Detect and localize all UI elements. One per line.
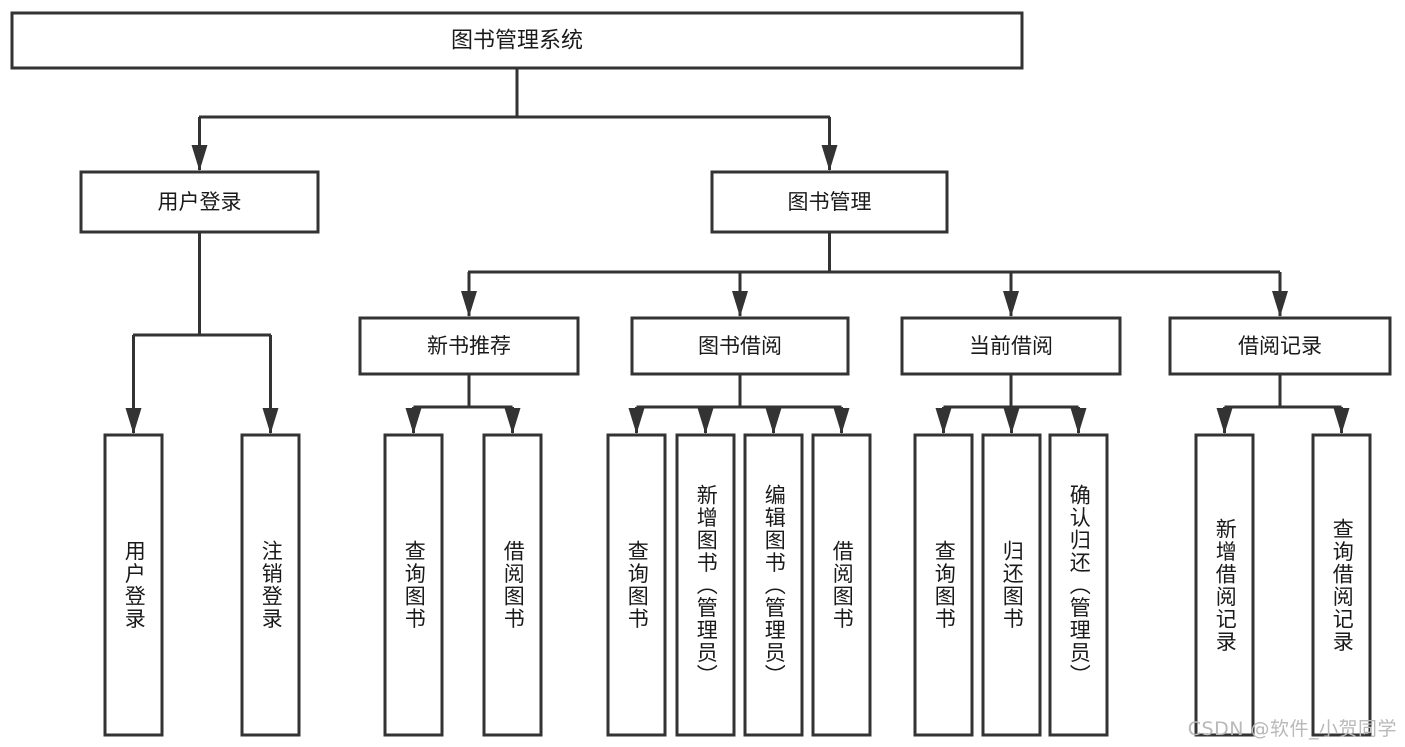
node-box-leaf-add-borrow-record[interactable] <box>1194 433 1255 737</box>
node-box-leaf-query-book-borrow[interactable] <box>606 433 667 737</box>
arrow-head-icon-leaf-logout-login <box>262 408 279 434</box>
node-label-borrow-record: 借阅记录 <box>1238 334 1322 358</box>
node-box-leaf-borrow-book-new[interactable] <box>482 433 543 737</box>
node-boxes-group <box>10 11 1392 737</box>
node-label-current-borrow: 当前借阅 <box>969 334 1053 358</box>
arrow-head-icon-leaf-user-login <box>125 408 142 434</box>
node-label-book-borrow: 图书借阅 <box>698 334 782 358</box>
node-box-leaf-query-book-new[interactable] <box>383 433 444 737</box>
node-box-leaf-confirm-return-admin[interactable] <box>1048 433 1109 737</box>
node-box-leaf-user-login[interactable] <box>103 433 164 737</box>
node-box-current-borrow[interactable] <box>900 316 1122 376</box>
node-box-leaf-query-book-current[interactable] <box>913 433 974 737</box>
arrow-head-icon-leaf-edit-book-admin <box>765 408 782 434</box>
node-box-book-management[interactable] <box>710 170 949 234</box>
node-box-leaf-borrow-book[interactable] <box>811 433 872 737</box>
arrow-head-icon-leaf-query-book-new <box>405 408 422 434</box>
node-box-book-borrow[interactable] <box>630 316 850 376</box>
node-box-new-book-recommend[interactable] <box>358 316 580 376</box>
node-label-root: 图书管理系统 <box>451 29 583 54</box>
arrow-head-icon-leaf-borrow-book <box>833 408 850 434</box>
node-box-leaf-return-book[interactable] <box>981 433 1042 737</box>
arrow-head-icon-leaf-query-book-current <box>935 408 952 434</box>
node-label-new-book-recommend: 新书推荐 <box>427 334 511 358</box>
node-box-user-login[interactable] <box>79 170 320 234</box>
arrow-head-icon-leaf-add-borrow-record <box>1216 408 1233 434</box>
node-box-leaf-edit-book-admin[interactable] <box>743 433 804 737</box>
arrow-head-icon-borrow-record <box>1272 291 1288 317</box>
arrow-head-icon-book-borrow <box>732 291 748 317</box>
arrow-head-icon-current-borrow <box>1003 291 1019 317</box>
connector-edges-group <box>125 68 1350 434</box>
node-box-leaf-query-borrow-record[interactable] <box>1311 433 1372 737</box>
node-label-book-management: 图书管理 <box>788 190 872 214</box>
node-box-root[interactable] <box>10 11 1024 70</box>
arrow-head-icon-leaf-borrow-book-new <box>504 408 521 434</box>
arrow-head-icon-leaf-query-borrow-record <box>1333 408 1350 434</box>
node-box-leaf-logout-login[interactable] <box>240 433 301 737</box>
arrow-head-icon-leaf-return-book <box>1003 408 1020 434</box>
arrow-head-icon-new-book-recommend <box>461 291 477 317</box>
node-box-leaf-add-book-admin[interactable] <box>675 433 736 737</box>
node-box-borrow-record[interactable] <box>1168 316 1392 376</box>
arrow-head-icon-leaf-query-book-borrow <box>628 408 645 434</box>
csdn-watermark: CSDN @软件_小贺同学 <box>1187 718 1397 740</box>
arrow-head-icon-leaf-confirm-return-admin <box>1070 408 1087 434</box>
node-label-user-login: 用户登录 <box>158 190 242 214</box>
arrow-head-icon-book-management <box>821 145 838 171</box>
arrow-head-icon-user-login <box>191 145 208 171</box>
arrow-head-icon-leaf-add-book-admin <box>697 408 714 434</box>
